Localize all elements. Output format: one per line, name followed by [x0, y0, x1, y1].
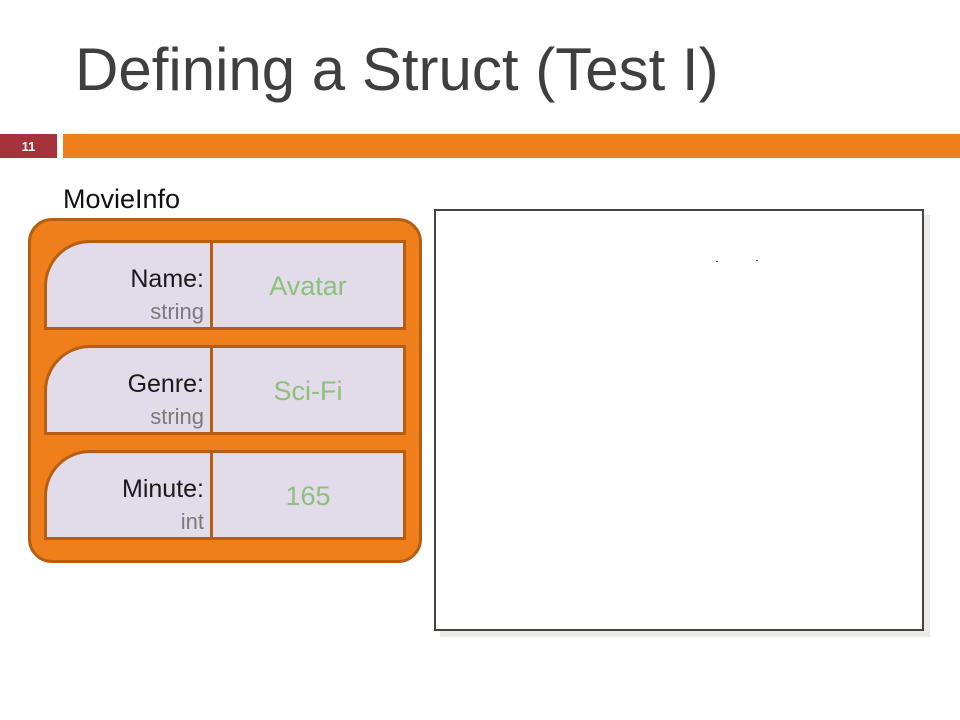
- field-key-label: Genre:: [127, 370, 204, 398]
- struct-field-name: Name: string Avatar: [44, 240, 406, 330]
- field-key-label: Minute:: [122, 475, 204, 503]
- struct-field-minute: Minute: int 165: [44, 450, 406, 540]
- code-panel: [434, 209, 924, 631]
- field-key-cell: Minute: int: [47, 453, 213, 537]
- field-value: 165: [285, 481, 331, 511]
- struct-field-genre: Genre: string Sci-Fi: [44, 345, 406, 435]
- slide-number-badge: 11: [0, 134, 57, 158]
- field-type-label: string: [150, 299, 204, 324]
- speck-mark: [756, 260, 758, 261]
- slide-title: Defining a Struct (Test I): [75, 36, 719, 103]
- field-type-label: int: [180, 509, 204, 534]
- speck-mark: [716, 261, 718, 262]
- field-key-label: Name:: [130, 265, 204, 293]
- field-value: Avatar: [269, 271, 347, 301]
- field-type-label: string: [150, 404, 204, 429]
- field-key-cell: Genre: string: [47, 348, 213, 432]
- struct-name-label: MovieInfo: [63, 184, 181, 214]
- field-value: Sci-Fi: [273, 376, 343, 406]
- field-key-cell: Name: string: [47, 243, 213, 327]
- title-accent-bar: [63, 134, 960, 158]
